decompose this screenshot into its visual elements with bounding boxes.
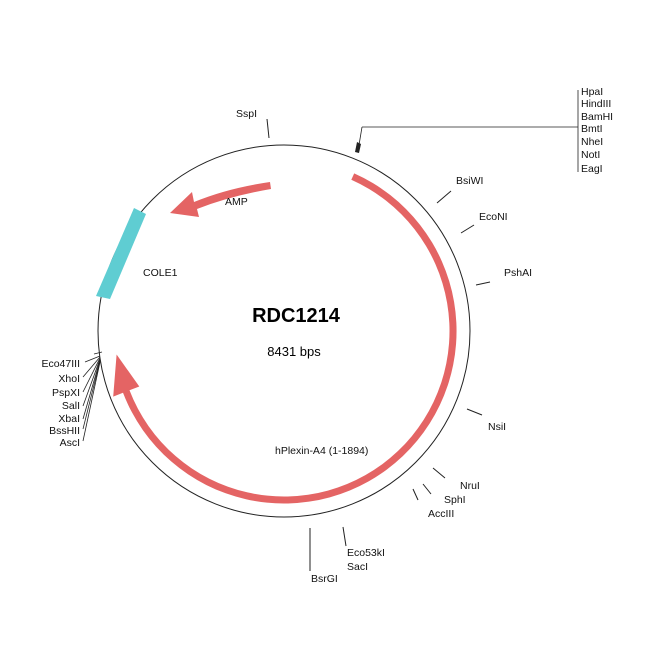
site-label-pspxi: PspXI <box>52 387 80 399</box>
site-label-eco53ki: Eco53kI <box>347 547 385 559</box>
site-label-acciii: AccIII <box>428 508 454 520</box>
site-label-eagi: EagI <box>581 163 603 175</box>
site-label-bsrgi: BsrGI <box>311 573 338 585</box>
site-label-sphi: SphI <box>444 494 466 506</box>
amp-feature-arrow <box>170 182 271 217</box>
site-label-xbai: XbaI <box>58 413 80 425</box>
site-label-econi: EcoNI <box>479 211 508 223</box>
site-label-bmti: BmtI <box>581 123 603 135</box>
site-label-sspi: SspI <box>236 108 257 120</box>
site-label-noti: NotI <box>581 149 600 161</box>
site-label-bsshii: BssHII <box>49 425 80 437</box>
site-label-asci: AscI <box>60 437 80 449</box>
site-label-nrui: NruI <box>460 480 480 492</box>
plasmid-backbone <box>97 144 471 518</box>
site-label-xhoi: XhoI <box>58 373 80 385</box>
site-label-saci: SacI <box>347 561 368 573</box>
site-label-sali: SalI <box>62 400 80 412</box>
site-label-pshai: PshAI <box>504 267 532 279</box>
site-label-bsiwi: BsiWI <box>456 175 483 187</box>
plasmid-name: RDC1214 <box>252 305 341 327</box>
site-label-nsii: NsiI <box>488 421 506 433</box>
site-ticks <box>82 90 579 571</box>
cole1-label: COLE1 <box>143 267 178 279</box>
plasmid-size: 8431 bps <box>267 344 321 359</box>
cole1-feature <box>96 208 146 299</box>
site-label-hindiii: HindIII <box>581 98 611 110</box>
hplexin-label: hPlexin-A4 (1-1894) <box>275 445 368 457</box>
mcs-top-marker <box>355 142 361 153</box>
site-label-hpai: HpaI <box>581 86 603 98</box>
site-label-eco47iii: Eco47III <box>41 358 80 370</box>
amp-label: AMP <box>225 196 248 208</box>
site-label-bamhi: BamHI <box>581 111 613 123</box>
site-label-nhei: NheI <box>581 136 603 148</box>
